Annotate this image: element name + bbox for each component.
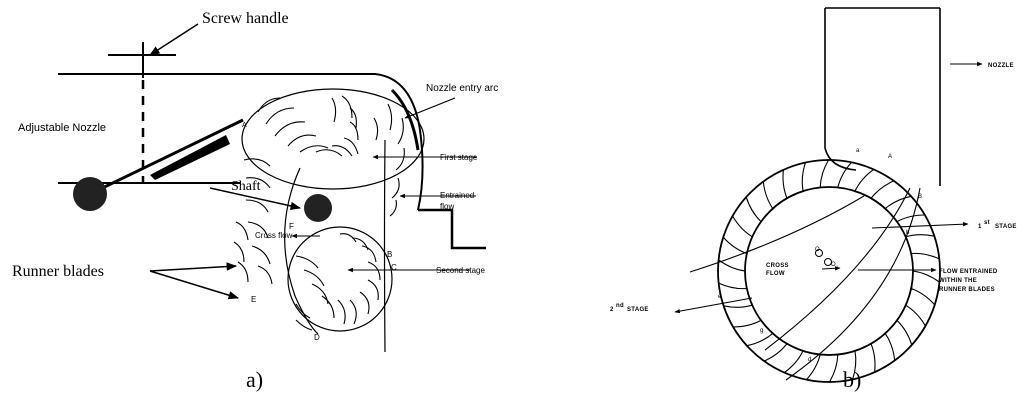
entrained-flow-path (385, 140, 386, 352)
runner-blades-label: Runner blades (12, 263, 104, 280)
second-stage-label-b-num: 2 (610, 307, 614, 313)
runner-blade-b (724, 305, 753, 307)
panel-b: NOZZLE a A B 1 st STAGE b O O 1 CROSS FL… (610, 8, 1017, 392)
screw-handle-leader (150, 24, 198, 55)
second-stage-circle (288, 227, 392, 331)
flow-entrained-label-2: WITHIN THE (939, 278, 977, 284)
runner-blade-b (746, 197, 761, 222)
nozzle-pivot (73, 177, 107, 211)
runner-blade-b (885, 333, 895, 360)
caption-b: b) (843, 367, 861, 392)
flow-entrained-label-1: FLOW ENTRAINED (939, 269, 998, 275)
cross-flow-label: Cross flow (255, 231, 293, 240)
runner-blade-b (911, 253, 939, 259)
point-g-small: g (760, 328, 763, 334)
runner-blade-b (733, 216, 753, 237)
runner-blade-b (820, 160, 828, 188)
runner-blade-b (719, 283, 747, 289)
panel-a: Screw handle Nozzle entry arc Adjustable… (12, 10, 498, 392)
point-a-small: a (856, 148, 860, 154)
runner-blade-leader-1 (150, 266, 236, 271)
runner-blade-b (913, 271, 939, 282)
cross-flow-label-b-1: CROSS (766, 263, 789, 269)
shaft-disc (304, 194, 332, 222)
runner-blade-b (897, 215, 925, 222)
first-stage-label: First stage (440, 153, 478, 162)
adjustable-nozzle-label: Adjustable Nozzle (18, 122, 106, 134)
runner-blade-b (871, 181, 894, 198)
caption-a: a) (246, 367, 263, 392)
first-stage-label-b-word: STAGE (995, 224, 1017, 230)
nozzle-walls (825, 8, 940, 186)
runner-blade-b (723, 237, 747, 253)
nozzle-entry-arc-label: Nozzle entry arc (426, 83, 498, 94)
nozzle-plate-thick (150, 135, 230, 180)
runner-blades-b (719, 160, 940, 382)
runner-blade-b (764, 344, 787, 361)
point-a-label: A (242, 122, 247, 129)
cross-flow-label-b-2: FLOW (766, 271, 785, 277)
entrained-flow-label-1: Entrained (440, 191, 474, 200)
point-d-label: D (314, 333, 320, 342)
runner-blade-b (885, 196, 911, 208)
nozzle-label: NOZZLE (988, 63, 1014, 69)
first-stage-label-b-sup: st (984, 220, 990, 226)
first-stage-label-b-num: 1 (978, 224, 982, 230)
point-d-small: d (808, 357, 811, 363)
runner-blade-b (802, 163, 805, 192)
runner-blade-b (911, 289, 935, 305)
point-b-small: b (906, 230, 910, 236)
flow-entrained-label-3: RUNNER BLADES (939, 287, 995, 293)
first-stage-ellipse (242, 89, 424, 189)
runner-blade-b (906, 235, 935, 237)
center-o-label: O (815, 247, 820, 253)
runner-blade-b (897, 320, 912, 345)
first-stage-leader-b (872, 224, 968, 228)
point-b-label: B (387, 250, 392, 259)
runner-blade-b (763, 182, 773, 209)
runner-outer-ring (718, 160, 940, 382)
second-stage-label: Second stage (436, 266, 485, 275)
point-c-label: C (391, 263, 397, 272)
nozzle-entry-arc (392, 90, 418, 150)
point-e-label: E (251, 295, 256, 304)
point-c-small: c (910, 286, 913, 292)
second-stage-leader-b (675, 298, 752, 312)
second-stage-label-b-sup: nd (616, 303, 624, 309)
point-A-label: A (888, 154, 892, 160)
casing-outlet-step (418, 210, 486, 248)
screw-handle (108, 42, 176, 78)
runner-blade-b (783, 170, 787, 199)
screw-handle-label: Screw handle (202, 10, 289, 27)
runner-blade-b (830, 355, 838, 383)
cross-flow-line (690, 196, 864, 272)
runner-blade-b (871, 344, 875, 373)
runner-blade-b (855, 169, 874, 191)
runner-blade-b (747, 333, 773, 345)
runner-blade-b (733, 320, 761, 327)
runner-blade-leader-2 (150, 271, 238, 298)
second-stage-label-b-word: STAGE (627, 307, 649, 313)
entrained-flow-label-2: flow (440, 202, 454, 211)
cross-flow-path (285, 168, 318, 334)
shaft-point-label: F (289, 222, 294, 231)
runner-blade-b (906, 305, 926, 326)
shaft-label: Shaft (231, 179, 261, 194)
point-B-label: B (918, 194, 922, 200)
